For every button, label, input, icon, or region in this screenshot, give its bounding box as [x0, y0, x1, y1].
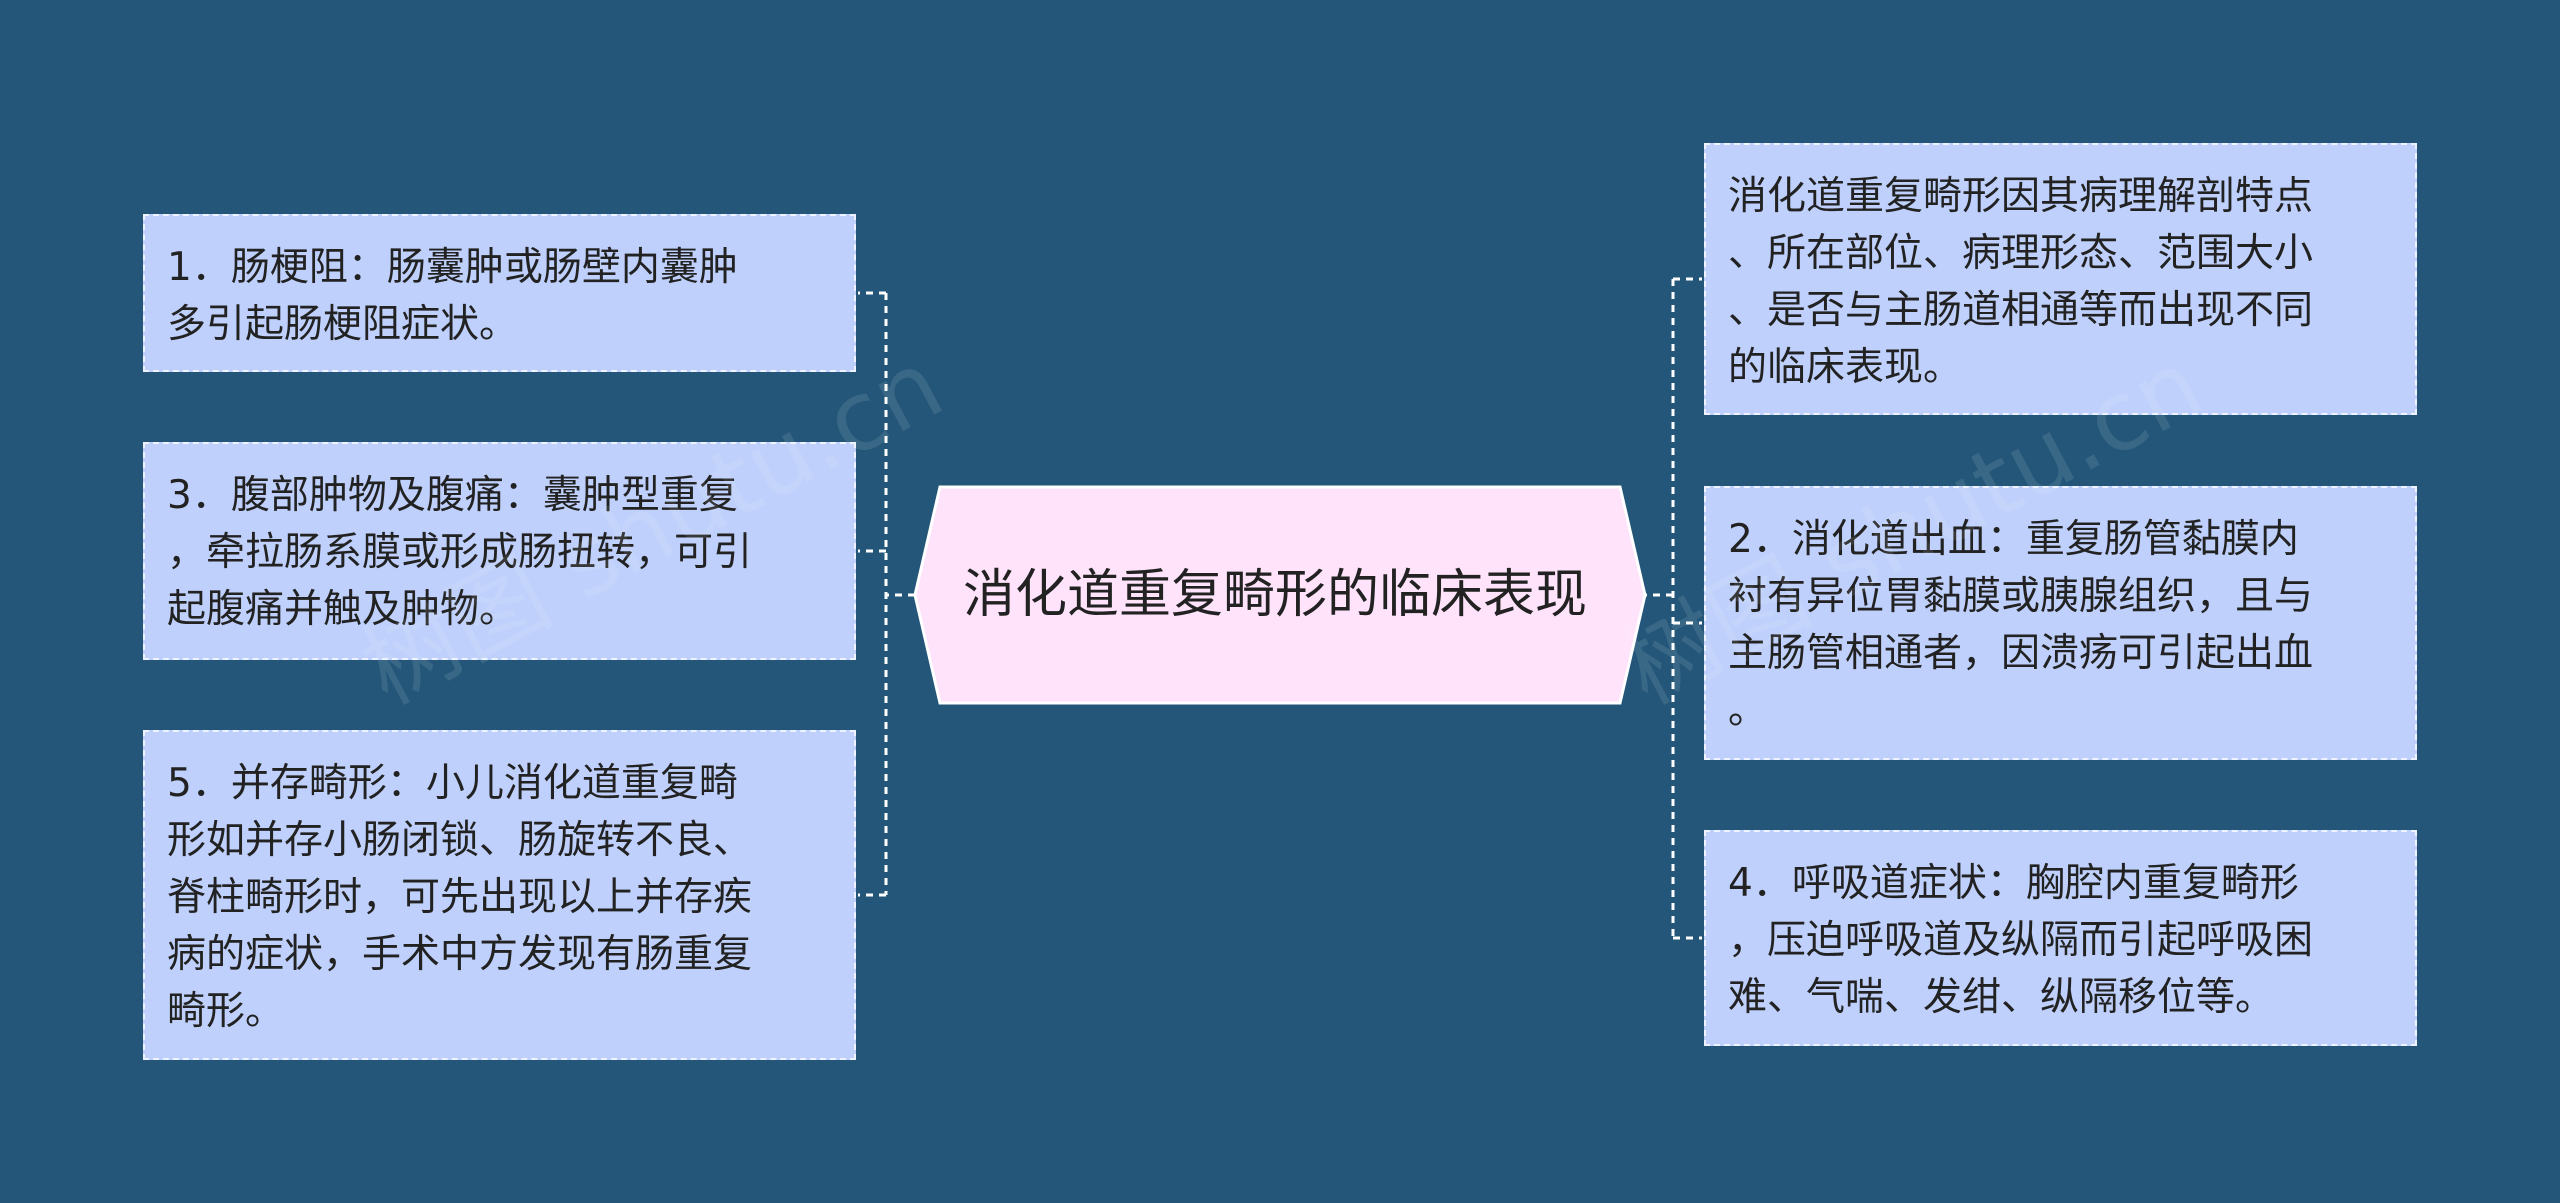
- right-node-respiratory-symptoms[interactable]: 4．呼吸道症状：胸腔内重复畸形 ，压迫呼吸道及纵隔而引起呼吸困 难、气喘、发绀、…: [1704, 830, 2417, 1046]
- right-node-gi-bleeding[interactable]: 2．消化道出血：重复肠管黏膜内 衬有异位胃黏膜或胰腺组织，且与 主肠管相通者，因…: [1704, 486, 2417, 760]
- right-node-overview[interactable]: 消化道重复畸形因其病理解剖特点 、所在部位、病理形态、范围大小 、是否与主肠道相…: [1704, 143, 2417, 415]
- left-node-abdominal-mass[interactable]: 3．腹部肿物及腹痛：囊肿型重复 ，牵拉肠系膜或形成肠扭转，可引 起腹痛并触及肿物…: [143, 442, 856, 660]
- center-node-title[interactable]: 消化道重复畸形的临床表现: [962, 565, 1587, 625]
- left-node-bowel-obstruction[interactable]: 1．肠梗阻：肠囊肿或肠壁内囊肿 多引起肠梗阻症状。: [143, 214, 856, 372]
- left-node-coexisting-malformation[interactable]: 5．并存畸形：小儿消化道重复畸 形如并存小肠闭锁、肠旋转不良、 脊柱畸形时，可先…: [143, 730, 856, 1060]
